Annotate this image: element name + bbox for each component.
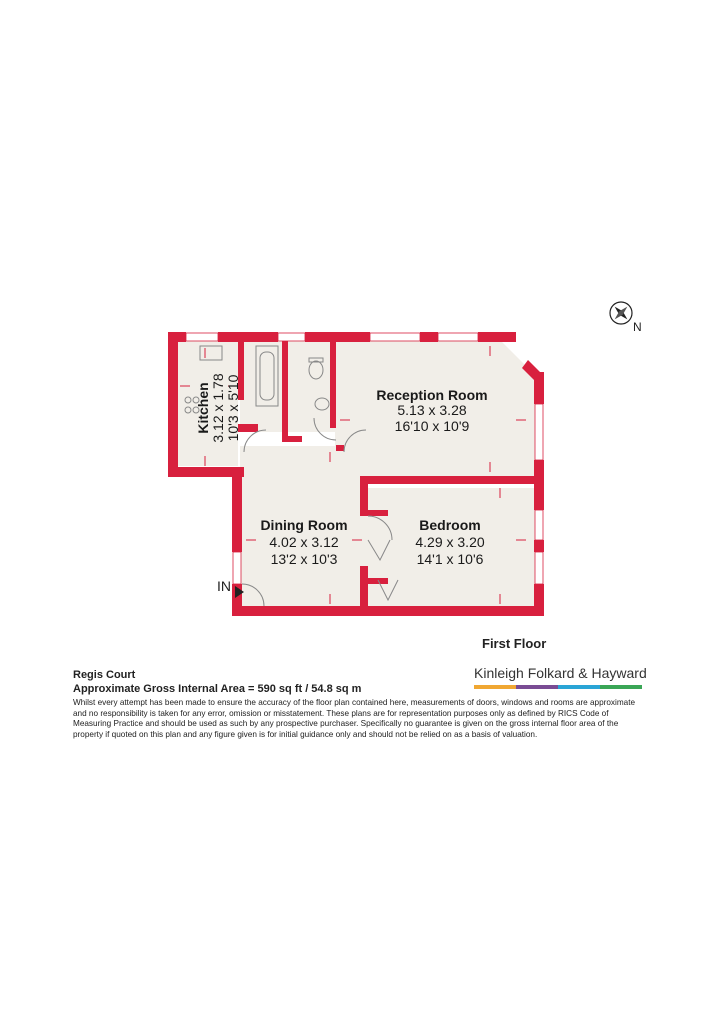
brand-bar-segment <box>558 685 600 689</box>
floor-label: First Floor <box>482 636 547 651</box>
windows <box>185 332 544 585</box>
room-label-bedroom: Bedroom 4.29 x 3.20 14'1 x 10'6 <box>415 517 484 567</box>
property-name: Regis Court <box>73 669 136 681</box>
basin <box>314 397 330 411</box>
room-label-dining: Dining Room 4.02 x 3.12 13'2 x 10'3 <box>260 517 347 567</box>
door-swing <box>243 429 267 453</box>
room-label-reception: Reception Room 5.13 x 3.28 16'10 x 10'9 <box>376 387 487 434</box>
north-label: N <box>633 320 642 334</box>
fixtures <box>184 345 399 607</box>
compass-icon <box>609 301 633 325</box>
brand-bar-segment <box>474 685 516 689</box>
entrance-label: IN <box>217 578 231 594</box>
brand-bar-segment <box>600 685 642 689</box>
dimension-markers <box>180 346 526 604</box>
svg-text:13'2 x 10'3: 13'2 x 10'3 <box>271 551 338 567</box>
svg-text:Bedroom: Bedroom <box>419 517 480 533</box>
svg-text:4.29 x 3.20: 4.29 x 3.20 <box>415 534 484 550</box>
footer-notes: Regis Court Approximate Gross Internal A… <box>73 668 653 740</box>
bathtub <box>255 345 279 407</box>
brand-color-bar <box>474 685 642 689</box>
toilet <box>308 360 324 380</box>
hob-ring <box>184 396 192 404</box>
brand-name: Kinleigh Folkard & Hayward <box>474 665 647 681</box>
svg-text:5.13 x 3.28: 5.13 x 3.28 <box>397 402 466 418</box>
brand-bar-segment <box>516 685 558 689</box>
disclaimer: Whilst every attempt has been made to en… <box>73 698 636 739</box>
sink <box>199 345 223 361</box>
svg-text:Dining Room: Dining Room <box>260 517 347 533</box>
room-label-kitchen: Kitchen 3.12 x 1.78 10'3 x 5'10 <box>195 373 241 442</box>
gross-area: Approximate Gross Internal Area = 590 sq… <box>73 683 362 695</box>
svg-text:Reception Room: Reception Room <box>376 387 487 403</box>
brand-logo: Kinleigh Folkard & Hayward <box>474 665 647 689</box>
svg-text:16'10 x 10'9: 16'10 x 10'9 <box>395 418 470 434</box>
svg-text:3.12 x 1.78: 3.12 x 1.78 <box>210 373 226 442</box>
svg-text:Kitchen: Kitchen <box>195 382 211 433</box>
walls <box>168 332 544 616</box>
svg-text:4.02 x 3.12: 4.02 x 3.12 <box>269 534 338 550</box>
svg-text:14'1 x 10'6: 14'1 x 10'6 <box>417 551 484 567</box>
entrance-arrow-icon <box>235 586 244 598</box>
floor-area <box>176 340 536 606</box>
svg-text:10'3 x 5'10: 10'3 x 5'10 <box>225 374 241 441</box>
